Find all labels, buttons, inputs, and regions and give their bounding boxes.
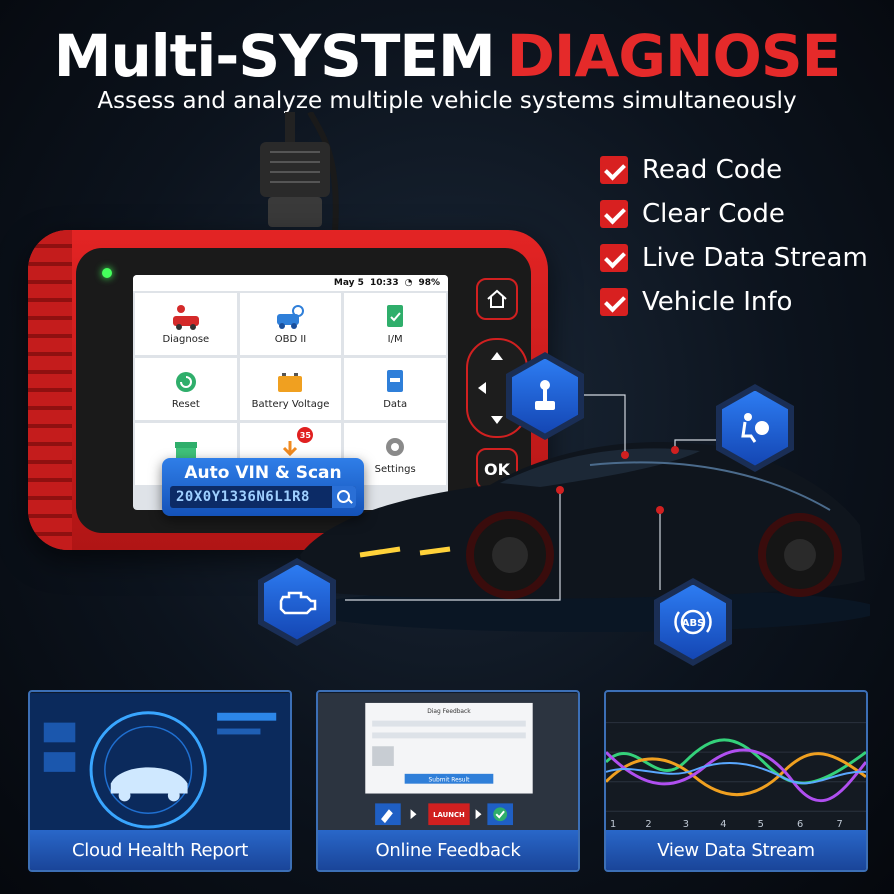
status-bar: May 5 10:33 ◔ 98% xyxy=(133,275,448,291)
caption-text: Cloud Health Report xyxy=(72,839,248,861)
tick-label: 4 xyxy=(720,819,726,830)
check-icon xyxy=(600,288,628,316)
tick-label: 7 xyxy=(836,819,842,830)
search-icon[interactable] xyxy=(332,486,356,508)
card-caption: Online Feedback xyxy=(318,830,578,870)
inspection-icon xyxy=(387,304,404,327)
gear-icon xyxy=(386,437,405,456)
battery-icon xyxy=(278,372,303,392)
caption-text: View Data Stream xyxy=(657,839,815,861)
wifi-icon: ◔ xyxy=(404,278,413,288)
vin-input[interactable]: 20X0Y1336N6L1R8 xyxy=(170,486,356,508)
car-search-icon xyxy=(277,304,305,329)
feature-label: Read Code xyxy=(642,155,783,185)
home-icon xyxy=(487,289,507,308)
caption-text: Online Feedback xyxy=(375,839,521,861)
check-icon xyxy=(600,156,628,184)
tile-diagnose[interactable]: Diagnose xyxy=(135,293,237,355)
tile-battery-voltage[interactable]: Battery Voltage xyxy=(239,358,342,420)
data-stream-image: 1 2 3 4 5 6 7 xyxy=(606,693,866,833)
tile-data[interactable]: Data xyxy=(344,358,446,420)
tick-label: 1 xyxy=(610,819,616,830)
data-icon xyxy=(387,369,404,392)
subheadline: Assess and analyze multiple vehicle syst… xyxy=(97,88,797,114)
tick-label: 2 xyxy=(645,819,651,830)
card-caption: View Data Stream xyxy=(606,830,866,870)
feature-clear-code: Clear Code xyxy=(600,192,868,236)
scanner-device: May 5 10:33 ◔ 98% Diagnose OBD II I/M Re… xyxy=(28,230,548,550)
reset-icon xyxy=(175,371,196,392)
gear-shift-icon xyxy=(535,380,555,410)
update-count-badge: 35 xyxy=(297,427,314,443)
card-cloud-health-report: Cloud Health Report xyxy=(28,690,292,872)
tile-label: Diagnose xyxy=(162,333,210,345)
tile-reset[interactable]: Reset xyxy=(135,358,237,420)
tick-label: 5 xyxy=(758,819,764,830)
feature-cards: Cloud Health Report Diag Feedback Submit… xyxy=(28,690,868,872)
vin-code: 20X0Y1336N6L1R8 xyxy=(176,489,310,505)
airbag-icon xyxy=(741,413,769,443)
engine-icon xyxy=(279,591,317,615)
vin-title: Auto VIN & Scan xyxy=(184,463,342,483)
feedback-screen-title: Diag Feedback xyxy=(427,709,471,715)
battery-level: 98% xyxy=(418,278,440,288)
card-view-data-stream: 1 2 3 4 5 6 7 View Data Stream xyxy=(604,690,868,872)
launch-logo: LAUNCH xyxy=(433,811,465,819)
check-icon xyxy=(600,200,628,228)
tile-label: OBD II xyxy=(274,333,307,345)
check-icon xyxy=(600,244,628,272)
feature-read-code: Read Code xyxy=(600,148,868,192)
app-grid: Diagnose OBD II I/M Reset Battery Voltag… xyxy=(135,293,446,485)
status-date: May 5 xyxy=(333,278,364,288)
tile-im[interactable]: I/M xyxy=(344,293,446,355)
tile-label: Reset xyxy=(171,398,200,410)
feature-list: Read Code Clear Code Live Data Stream Ve… xyxy=(600,148,868,324)
feature-vehicle-info: Vehicle Info xyxy=(600,280,868,324)
tile-label: Settings xyxy=(374,463,416,475)
engine-badge xyxy=(258,558,336,646)
status-time: 10:33 xyxy=(369,278,399,288)
tick-label: 6 xyxy=(797,819,803,830)
auto-vin-panel: Auto VIN & Scan 20X0Y1336N6L1R8 xyxy=(162,458,364,516)
tile-label: Data xyxy=(383,398,408,410)
obd-cable xyxy=(260,112,339,232)
feature-label: Live Data Stream xyxy=(642,243,868,273)
device-screen: May 5 10:33 ◔ 98% Diagnose OBD II I/M Re… xyxy=(133,275,448,510)
tile-obd2[interactable]: OBD II xyxy=(239,293,342,355)
tile-label: I/M xyxy=(387,333,403,345)
home-button[interactable] xyxy=(476,278,518,320)
card-caption: Cloud Health Report xyxy=(30,830,290,870)
car-repair-icon xyxy=(172,304,199,330)
feature-live-data: Live Data Stream xyxy=(600,236,868,280)
headline-red: DIAGNOSE xyxy=(506,22,841,90)
abs-badge: ABS xyxy=(654,578,732,666)
feature-label: Clear Code xyxy=(642,199,785,229)
feature-label: Vehicle Info xyxy=(642,287,793,317)
rubber-grip xyxy=(28,230,72,550)
abs-icon: ABS xyxy=(674,609,712,635)
headline-white: Multi-SYSTEM xyxy=(53,22,496,90)
submit-result-button: Submit Result xyxy=(428,778,470,784)
tick-label: 3 xyxy=(683,819,689,830)
cloud-report-image xyxy=(30,693,290,833)
power-led xyxy=(102,268,112,278)
x-axis-ticks: 1 2 3 4 5 6 7 xyxy=(610,819,843,830)
online-feedback-image: Diag Feedback Submit Result LAUNCH xyxy=(318,693,578,833)
abs-text: ABS xyxy=(682,618,705,629)
card-online-feedback: Diag Feedback Submit Result LAUNCH Onlin… xyxy=(316,690,580,872)
tile-label: Battery Voltage xyxy=(251,398,330,410)
